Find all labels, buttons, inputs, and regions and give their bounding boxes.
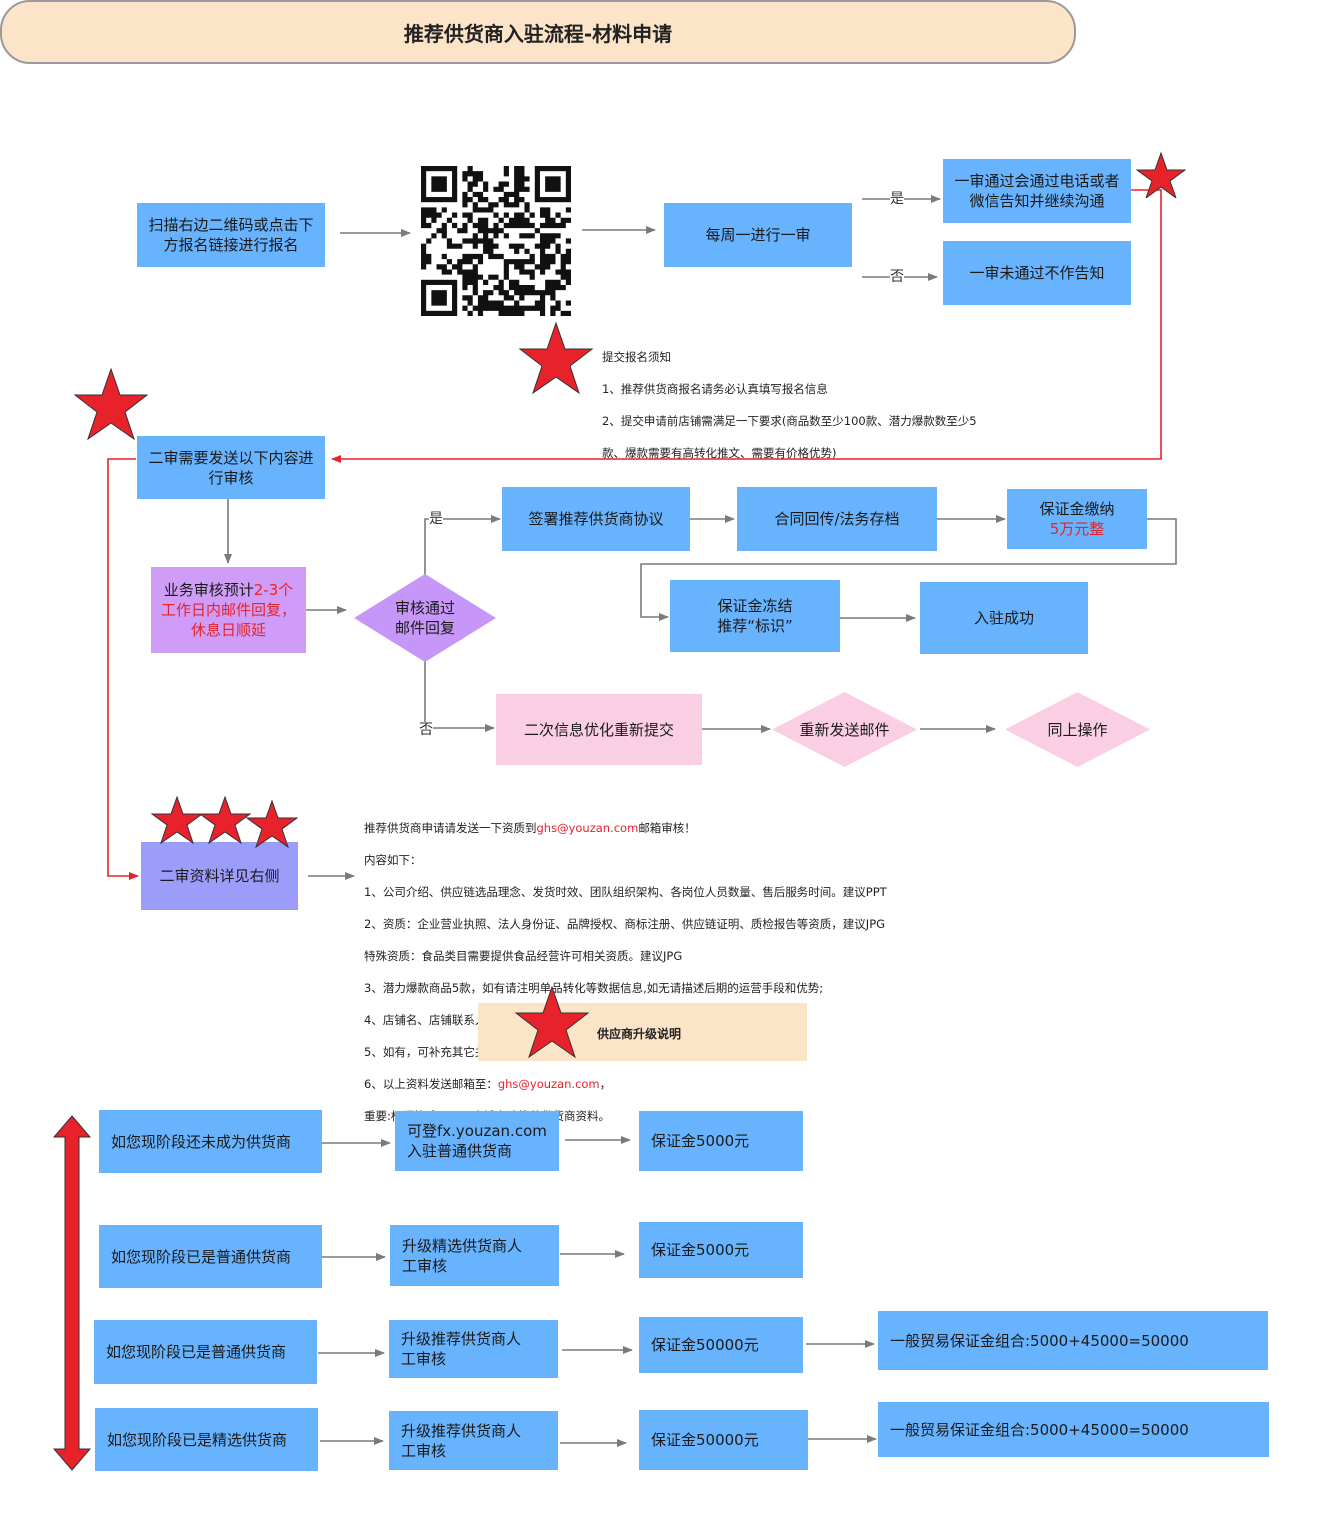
- notice-line-2: 2、提交申请前店铺需满足一下要求(商品数至少100款、潜力爆款数至少5: [602, 414, 977, 428]
- email-link[interactable]: ghs@youzan.com: [536, 821, 639, 835]
- upgrade-stage-3: 如您现阶段已是普通供货商: [94, 1320, 317, 1384]
- deposit-payment-label: 保证金缴纳: [1039, 500, 1115, 518]
- notice-line-1: 1、推荐供货商报名请务必认真填写报名信息: [602, 382, 828, 396]
- upgrade-stage-2: 如您现阶段已是普通供货商: [99, 1225, 322, 1288]
- business-review-highlight: 2-3个工作日内邮件回复，休息日顺延: [160, 581, 296, 639]
- upgrade-stage-1-label: 如您现阶段还未成为供货商: [111, 1132, 292, 1151]
- upgrade-deposit-2: 保证金5000元: [639, 1222, 803, 1278]
- star-icon: [74, 368, 148, 440]
- review-decision-label: 审核通过邮件回复: [394, 599, 455, 637]
- upgrade-combo-4-label: 一般贸易保证金组合:5000+45000=50000: [890, 1420, 1189, 1439]
- star-icon: [515, 986, 589, 1058]
- star-icon: [246, 800, 298, 848]
- star-icon: [199, 796, 251, 844]
- upgrade-deposit-1-label: 保证金5000元: [651, 1132, 750, 1150]
- star-icon: [151, 796, 203, 844]
- upgrade-action-2-label: 升级精选供货商人工审核: [402, 1236, 523, 1275]
- materials-line-4: 2、资质：企业营业执照、法人身份证、品牌授权、商标注册、供应链证明、质检报告等资…: [364, 917, 886, 931]
- upgrade-deposit-2-label: 保证金5000元: [651, 1241, 750, 1259]
- upgrade-stage-2-label: 如您现阶段已是普通供货商: [111, 1247, 292, 1266]
- upgrade-action-2: 升级精选供货商人工审核: [390, 1225, 559, 1286]
- weekly-review-label: 每周一进行一审: [705, 226, 811, 244]
- upgrade-action-1[interactable]: 可登fx.youzan.com入驻普通供货商: [395, 1111, 559, 1171]
- materials-line-9-text: 6、以上资料发送邮箱至：: [364, 1077, 498, 1091]
- resubmit-label: 二次信息优化重新提交: [523, 720, 674, 739]
- materials-line-1-end: 邮箱审核！: [638, 821, 696, 835]
- recommend-badge-label: 推荐“标识”: [717, 617, 793, 635]
- upgrade-action-3: 升级推荐供货商人工审核: [389, 1320, 558, 1378]
- upgrade-stage-3-label: 如您现阶段已是普通供货商: [106, 1343, 287, 1361]
- no-label-2: 否: [419, 722, 433, 738]
- email-link-2[interactable]: ghs@youzan.com: [497, 1077, 600, 1091]
- upgrade-deposit-1: 保证金5000元: [639, 1111, 803, 1171]
- upgrade-stage-4: 如您现阶段已是精选供货商: [95, 1408, 318, 1471]
- yes-label-2: 是: [429, 511, 443, 527]
- materials-list: 推荐供货商申请请发送一下资质到ghs@youzan.com邮箱审核！ 内容如下：…: [364, 804, 887, 1140]
- resend-email-diamond: 重新发送邮件: [772, 692, 917, 767]
- first-review-fail-label: 一审未通过不作告知: [969, 264, 1105, 282]
- upgrade-deposit-3: 保证金50000元: [639, 1317, 803, 1373]
- scan-signup-box[interactable]: 扫描右边二维码或点击下方报名链接进行报名: [137, 203, 325, 267]
- business-review-text: 业务审核预计: [163, 581, 254, 599]
- contract-archive-label: 合同回传/法务存档: [774, 510, 900, 528]
- materials-line-6: 3、潜力爆款商品5款，如有请注明单品转化等数据信息,如无请描述后期的运营手段和优…: [364, 981, 824, 995]
- notice-line-3: 款、爆款需要有高转化推文、需要有价格优势): [602, 446, 837, 460]
- upgrade-combo-3: 一般贸易保证金组合:5000+45000=50000: [878, 1311, 1268, 1370]
- upgrade-combo-3-label: 一般贸易保证金组合:5000+45000=50000: [890, 1331, 1189, 1350]
- notice-heading: 提交报名须知: [602, 350, 671, 364]
- double-arrow-icon: [52, 1115, 92, 1471]
- deposit-freeze-box: 保证金冻结 推荐“标识”: [670, 580, 840, 652]
- same-operation-diamond: 同上操作: [1005, 692, 1150, 767]
- upgrade-stage-4-label: 如您现阶段已是精选供货商: [107, 1430, 288, 1449]
- same-operation-label: 同上操作: [1047, 720, 1108, 739]
- deposit-payment-box: 保证金缴纳 5万元整: [1007, 489, 1147, 549]
- yes-label-1: 是: [890, 191, 904, 207]
- submission-notice: 提交报名须知 1、推荐供货商报名请务必认真填写报名信息 2、提交申请前店铺需满足…: [602, 333, 977, 477]
- onboard-success-label: 入驻成功: [973, 609, 1034, 627]
- deposit-freeze-label: 保证金冻结: [717, 597, 793, 615]
- upgrade-deposit-4-label: 保证金50000元: [651, 1431, 759, 1449]
- star-icon: [519, 322, 593, 394]
- upgrade-combo-4: 一般贸易保证金组合:5000+45000=50000: [878, 1402, 1269, 1457]
- deposit-amount-label: 5万元整: [1049, 520, 1105, 538]
- second-review-details-box: 二审资料详见右侧: [141, 842, 298, 910]
- upgrade-heading: 供应商升级说明: [597, 1027, 682, 1041]
- sign-agreement-box: 签署推荐供货商协议: [502, 487, 690, 551]
- upgrade-action-1-label: 可登fx.youzan.com入驻普通供货商: [407, 1122, 547, 1160]
- materials-line-1-text: 推荐供货商申请请发送一下资质到: [364, 821, 537, 835]
- materials-line-9-end: ，: [599, 1077, 612, 1091]
- upgrade-action-4-label: 升级推荐供货商人工审核: [401, 1421, 522, 1460]
- onboard-success-box: 入驻成功: [920, 582, 1088, 654]
- upgrade-deposit-4: 保证金50000元: [639, 1410, 808, 1470]
- materials-line-2: 内容如下：: [364, 853, 422, 867]
- upgrade-action-3-label: 升级推荐供货商人工审核: [401, 1330, 522, 1368]
- page-title: 推荐供货商入驻流程-材料申请: [0, 0, 1076, 64]
- materials-line-1: 推荐供货商申请请发送一下资质到ghs@youzan.com邮箱审核！: [364, 820, 887, 836]
- star-icon: [1136, 152, 1186, 198]
- first-review-fail-box: 一审未通过不作告知: [943, 241, 1131, 305]
- materials-line-3: 1、公司介绍、供应链选品理念、发货时效、团队组织架构、各岗位人员数量、售后服务时…: [364, 885, 887, 899]
- upgrade-deposit-3-label: 保证金50000元: [651, 1336, 759, 1354]
- resubmit-box: 二次信息优化重新提交: [496, 694, 702, 765]
- second-review-send-label: 二审需要发送以下内容进行审核: [148, 448, 314, 487]
- business-review-box: 业务审核预计2-3个工作日内邮件回复，休息日顺延: [151, 567, 306, 653]
- upgrade-action-4: 升级推荐供货商人工审核: [389, 1411, 558, 1470]
- scan-signup-label: 扫描右边二维码或点击下方报名链接进行报名: [148, 216, 314, 254]
- review-decision-diamond: 审核通过邮件回复: [354, 574, 496, 662]
- resend-email-label: 重新发送邮件: [799, 720, 890, 739]
- contract-archive-box: 合同回传/法务存档: [737, 487, 937, 551]
- materials-line-5: 特殊资质：食品类目需要提供食品经营许可相关资质。建议JPG: [364, 949, 683, 963]
- second-review-details-label: 二审资料详见右侧: [159, 867, 280, 885]
- no-label-1: 否: [890, 269, 904, 285]
- qr-code-icon[interactable]: [421, 166, 571, 316]
- upgrade-stage-1: 如您现阶段还未成为供货商: [99, 1110, 322, 1173]
- second-review-send-box: 二审需要发送以下内容进行审核: [137, 436, 325, 499]
- weekly-review-box: 每周一进行一审: [664, 203, 852, 267]
- business-review-label: 业务审核预计2-3个工作日内邮件回复，休息日顺延: [159, 580, 298, 640]
- materials-line-9: 6、以上资料发送邮箱至：ghs@youzan.com，: [364, 1076, 887, 1092]
- sign-agreement-label: 签署推荐供货商协议: [528, 510, 664, 528]
- first-review-pass-box: 一审通过会通过电话或者微信告知并继续沟通: [943, 159, 1131, 223]
- first-review-pass-label: 一审通过会通过电话或者微信告知并继续沟通: [954, 172, 1120, 210]
